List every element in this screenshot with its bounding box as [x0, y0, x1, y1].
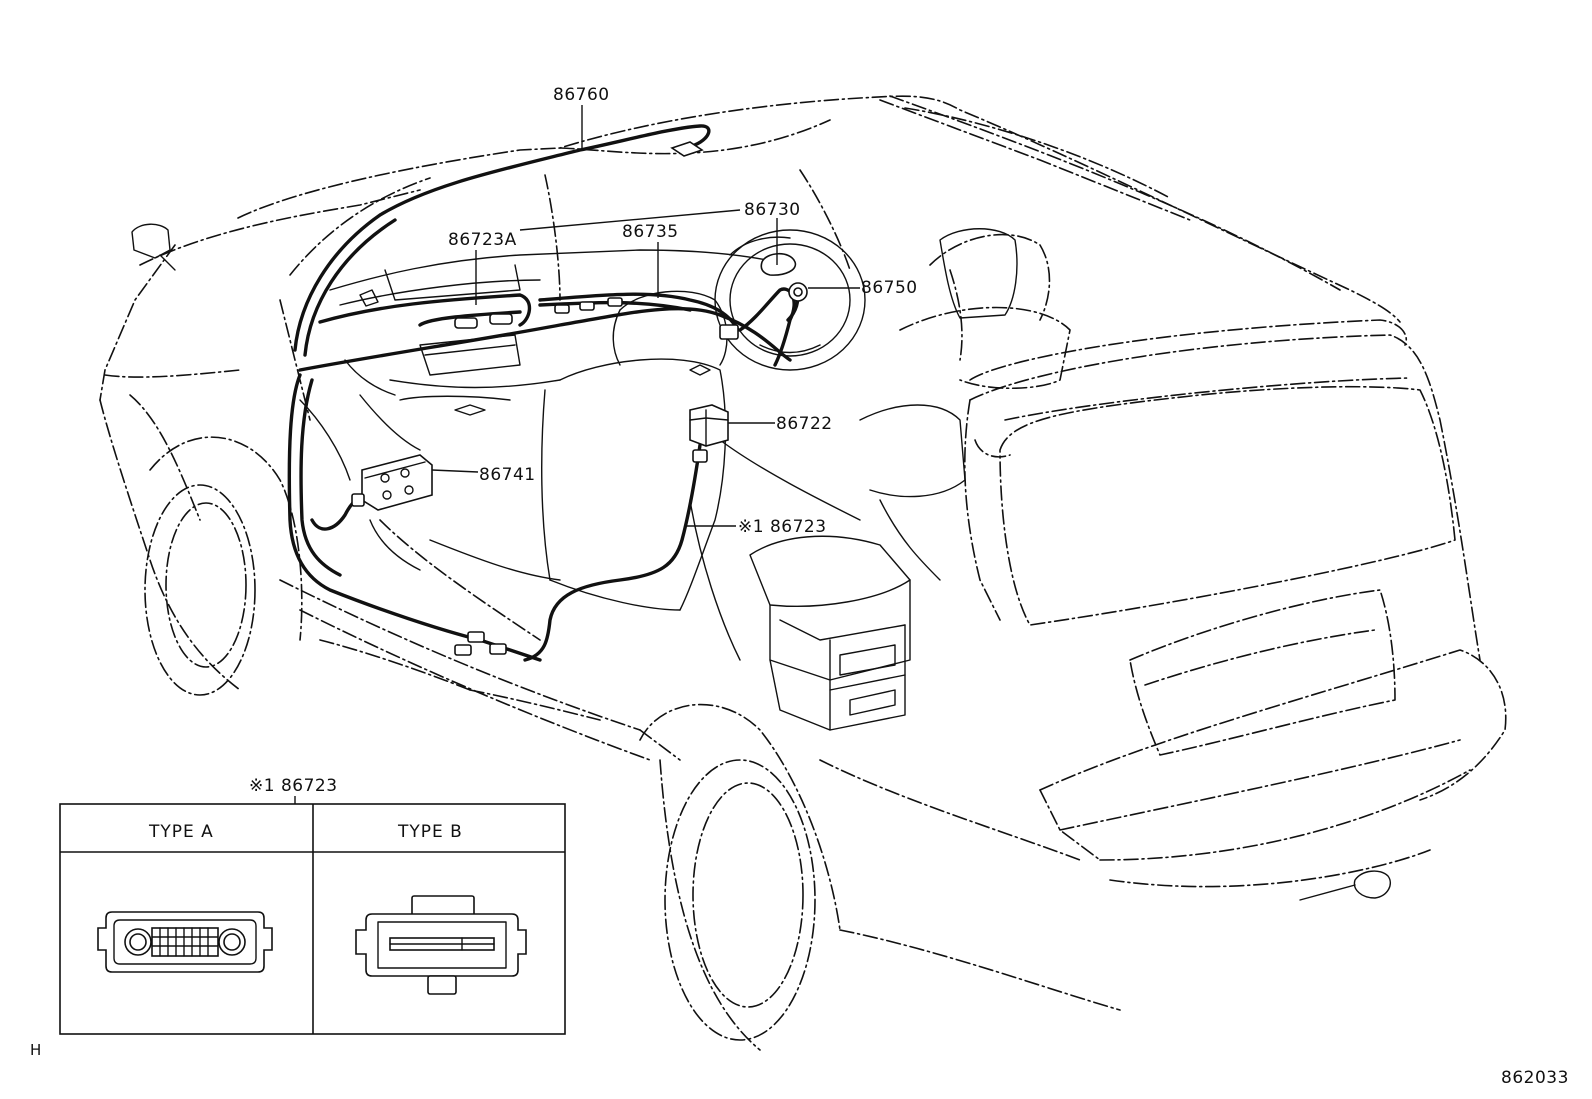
harness-86735 — [538, 292, 740, 332]
type-b-label: TYPE B — [397, 822, 463, 842]
type-a-label: TYPE A — [148, 822, 214, 842]
callout-86723a: 86723A — [448, 230, 517, 250]
roof-antenna-part — [670, 141, 704, 157]
callout-86730: 86730 — [744, 200, 801, 220]
footer-left-code: H — [30, 1041, 41, 1059]
leader-lines — [294, 105, 860, 804]
callout-86723: ※1 86723 — [738, 517, 827, 537]
floor-harness-left — [287, 373, 542, 662]
vehicle-body-outline — [99, 95, 1507, 1051]
type-a-connector — [97, 911, 273, 973]
harness-86723 — [523, 443, 702, 662]
diagram-id: 862033 — [1501, 1068, 1569, 1088]
components — [351, 141, 808, 656]
callout-86722: 86722 — [776, 414, 833, 434]
detail-box-title: ※1 86723 — [249, 776, 338, 796]
callout-86750: 86750 — [861, 278, 918, 298]
callout-86760: 86760 — [553, 85, 610, 105]
callout-86741: 86741 — [479, 465, 536, 485]
wiring-harness — [287, 124, 800, 662]
detail-box: ※1 86723 TYPE A TYPE B — [59, 776, 566, 1035]
harness-86723a — [318, 293, 532, 327]
module-86722 — [689, 404, 729, 447]
callout-labels: 86760 86730 86723A 86735 86750 86722 867… — [448, 85, 918, 537]
type-b-connector — [355, 895, 527, 995]
callout-86735: 86735 — [622, 222, 679, 242]
connector-86723a — [454, 317, 478, 329]
pad-86730 — [760, 252, 797, 276]
roof-harness-86760 — [293, 124, 711, 352]
dash-harness — [298, 306, 792, 372]
